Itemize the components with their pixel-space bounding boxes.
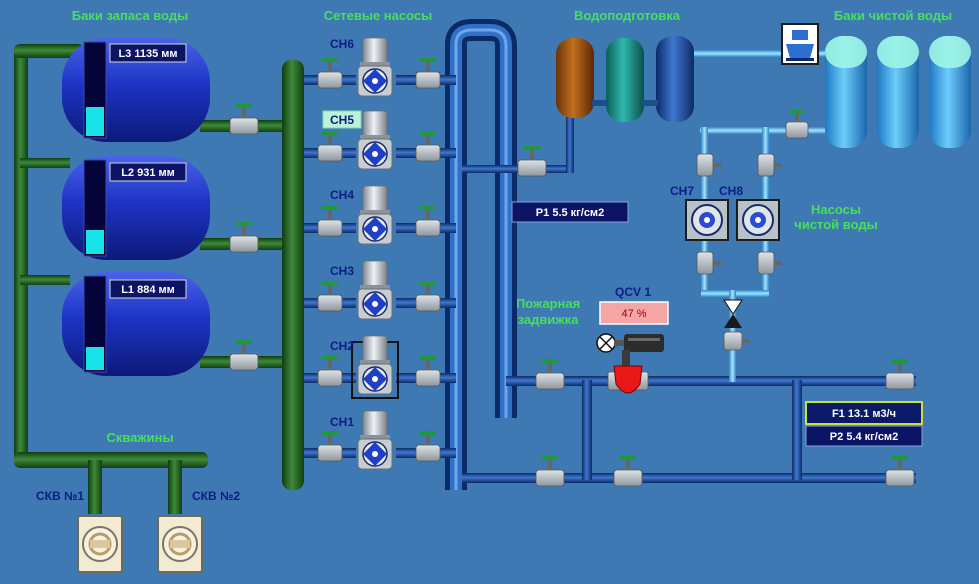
storage-tank-l2[interactable]: L2 931 мм — [62, 156, 210, 260]
fire-valve-label-line1: Пожарная — [516, 296, 580, 311]
clean-pumps-title-line1: Насосы — [811, 202, 861, 217]
valve-icon[interactable] — [517, 146, 547, 177]
clean-tank-3 — [929, 36, 971, 148]
tank-l3-level-fill — [86, 107, 104, 136]
well-pump-1[interactable] — [77, 515, 123, 573]
valve-icon[interactable] — [415, 58, 441, 89]
valve-icon[interactable] — [229, 340, 259, 371]
pump-ch3-label: CH3 — [330, 264, 354, 278]
f1-flow-readout: F1 13.1 м3/ч — [805, 401, 923, 425]
tanks-section-title: Баки запаса воды — [72, 8, 188, 23]
valve-icon[interactable] — [415, 281, 441, 312]
valve-icon[interactable] — [696, 251, 721, 275]
pump-ch4-label: CH4 — [330, 188, 354, 202]
valve-icon[interactable] — [696, 153, 721, 177]
pump-ch1-label: CH1 — [330, 415, 354, 429]
pump-ch5-label: CH5 — [330, 113, 354, 127]
treatment-section-title: Водоподготовка — [574, 8, 681, 23]
valve-icon[interactable] — [613, 456, 643, 487]
pump-ch1[interactable] — [357, 410, 393, 470]
pump-row-ch2: CH2 — [304, 335, 456, 399]
check-valve-icon[interactable] — [723, 299, 743, 328]
p1-pressure-readout: P1 5.5 кг/см2 — [511, 201, 629, 223]
wells-section-title: Скважины — [106, 430, 173, 445]
treatment-filters — [556, 36, 694, 122]
well-1-label: СКВ №1 — [36, 489, 84, 503]
valve-icon[interactable] — [415, 206, 441, 237]
valve-icon[interactable] — [535, 456, 565, 487]
valve-icon[interactable] — [317, 58, 343, 89]
pump-row-ch1: CH1 — [304, 410, 456, 470]
valve-icon[interactable] — [229, 222, 259, 253]
fire-valve-label-line2: задвижка — [518, 312, 579, 327]
svg-text:F1 13.1 м3/ч: F1 13.1 м3/ч — [832, 408, 896, 420]
clean-water-tanks — [825, 36, 971, 148]
pump-ch5-label-badge — [322, 110, 362, 129]
pump-ch7-label: CH7 — [670, 184, 694, 198]
valve-icon[interactable] — [317, 356, 343, 387]
valve-icon[interactable] — [415, 131, 441, 162]
valve-icon[interactable] — [885, 359, 915, 390]
valve-icon[interactable] — [757, 153, 782, 177]
valve-icon[interactable] — [317, 206, 343, 237]
pump-ch6[interactable] — [357, 37, 393, 97]
valve-icon[interactable] — [785, 110, 809, 139]
valve-icon[interactable] — [317, 431, 343, 462]
pump-row-ch3: CH3 — [304, 260, 456, 320]
tank-l2-level-fill — [86, 230, 104, 254]
valve-icon[interactable] — [757, 251, 782, 275]
well-2-label: СКВ №2 — [192, 489, 240, 503]
pump-ch3[interactable] — [357, 260, 393, 320]
valve-icon[interactable] — [723, 331, 750, 351]
clean-tank-2 — [877, 36, 919, 148]
pump-row-ch6: CH6 — [304, 37, 456, 97]
clean-tank-1 — [825, 36, 867, 148]
tank-l1-level-fill — [86, 347, 104, 370]
tank-l1-reading: L1 884 мм — [121, 284, 175, 296]
pumps-section-title: Сетевые насосы — [324, 8, 432, 23]
valve-icon[interactable] — [229, 104, 259, 135]
valve-icon[interactable] — [317, 281, 343, 312]
valve-icon[interactable] — [317, 131, 343, 162]
valve-icon[interactable] — [885, 456, 915, 487]
pump-ch4[interactable] — [357, 185, 393, 245]
well-pump-2[interactable] — [157, 515, 203, 573]
pump-ch6-label: CH6 — [330, 37, 354, 51]
storage-tank-l3[interactable]: L3 1135 мм — [62, 38, 210, 142]
valve-icon[interactable] — [535, 359, 565, 390]
fire-valve-tag: QCV 1 — [615, 285, 651, 299]
pump-ch2[interactable] — [351, 335, 399, 399]
pump-ch7[interactable] — [685, 199, 729, 241]
fire-valve-actuator[interactable] — [596, 333, 664, 366]
clean-tanks-section-title: Баки чистой воды — [834, 8, 952, 23]
clean-tanks-inlet-valve[interactable] — [781, 23, 819, 65]
pump-ch2-label: CH2 — [330, 339, 354, 353]
p2-pressure-readout: P2 5.4 кг/см2 — [805, 425, 923, 447]
clean-pumps-title-line2: чистой воды — [794, 217, 877, 232]
fire-valve-position-value: 47 % — [621, 308, 646, 320]
pump-ch5[interactable] — [357, 110, 393, 170]
svg-text:P2 5.4 кг/см2: P2 5.4 кг/см2 — [830, 431, 898, 443]
valve-icon[interactable] — [415, 431, 441, 462]
storage-tank-l1[interactable]: L1 884 мм — [62, 272, 210, 376]
fire-valve-position-box — [599, 301, 669, 325]
pump-row-ch5: CH5 — [304, 110, 456, 170]
pump-row-ch4: CH4 — [304, 185, 456, 245]
valve-icon[interactable] — [415, 356, 441, 387]
fire-valve-body[interactable] — [607, 365, 649, 394]
pump-ch8-label: CH8 — [719, 184, 743, 198]
tank-l3-reading: L3 1135 мм — [118, 48, 177, 60]
pump-ch8[interactable] — [736, 199, 780, 241]
svg-text:P1 5.5 кг/см2: P1 5.5 кг/см2 — [536, 207, 604, 219]
tank-l2-reading: L2 931 мм — [121, 167, 175, 179]
